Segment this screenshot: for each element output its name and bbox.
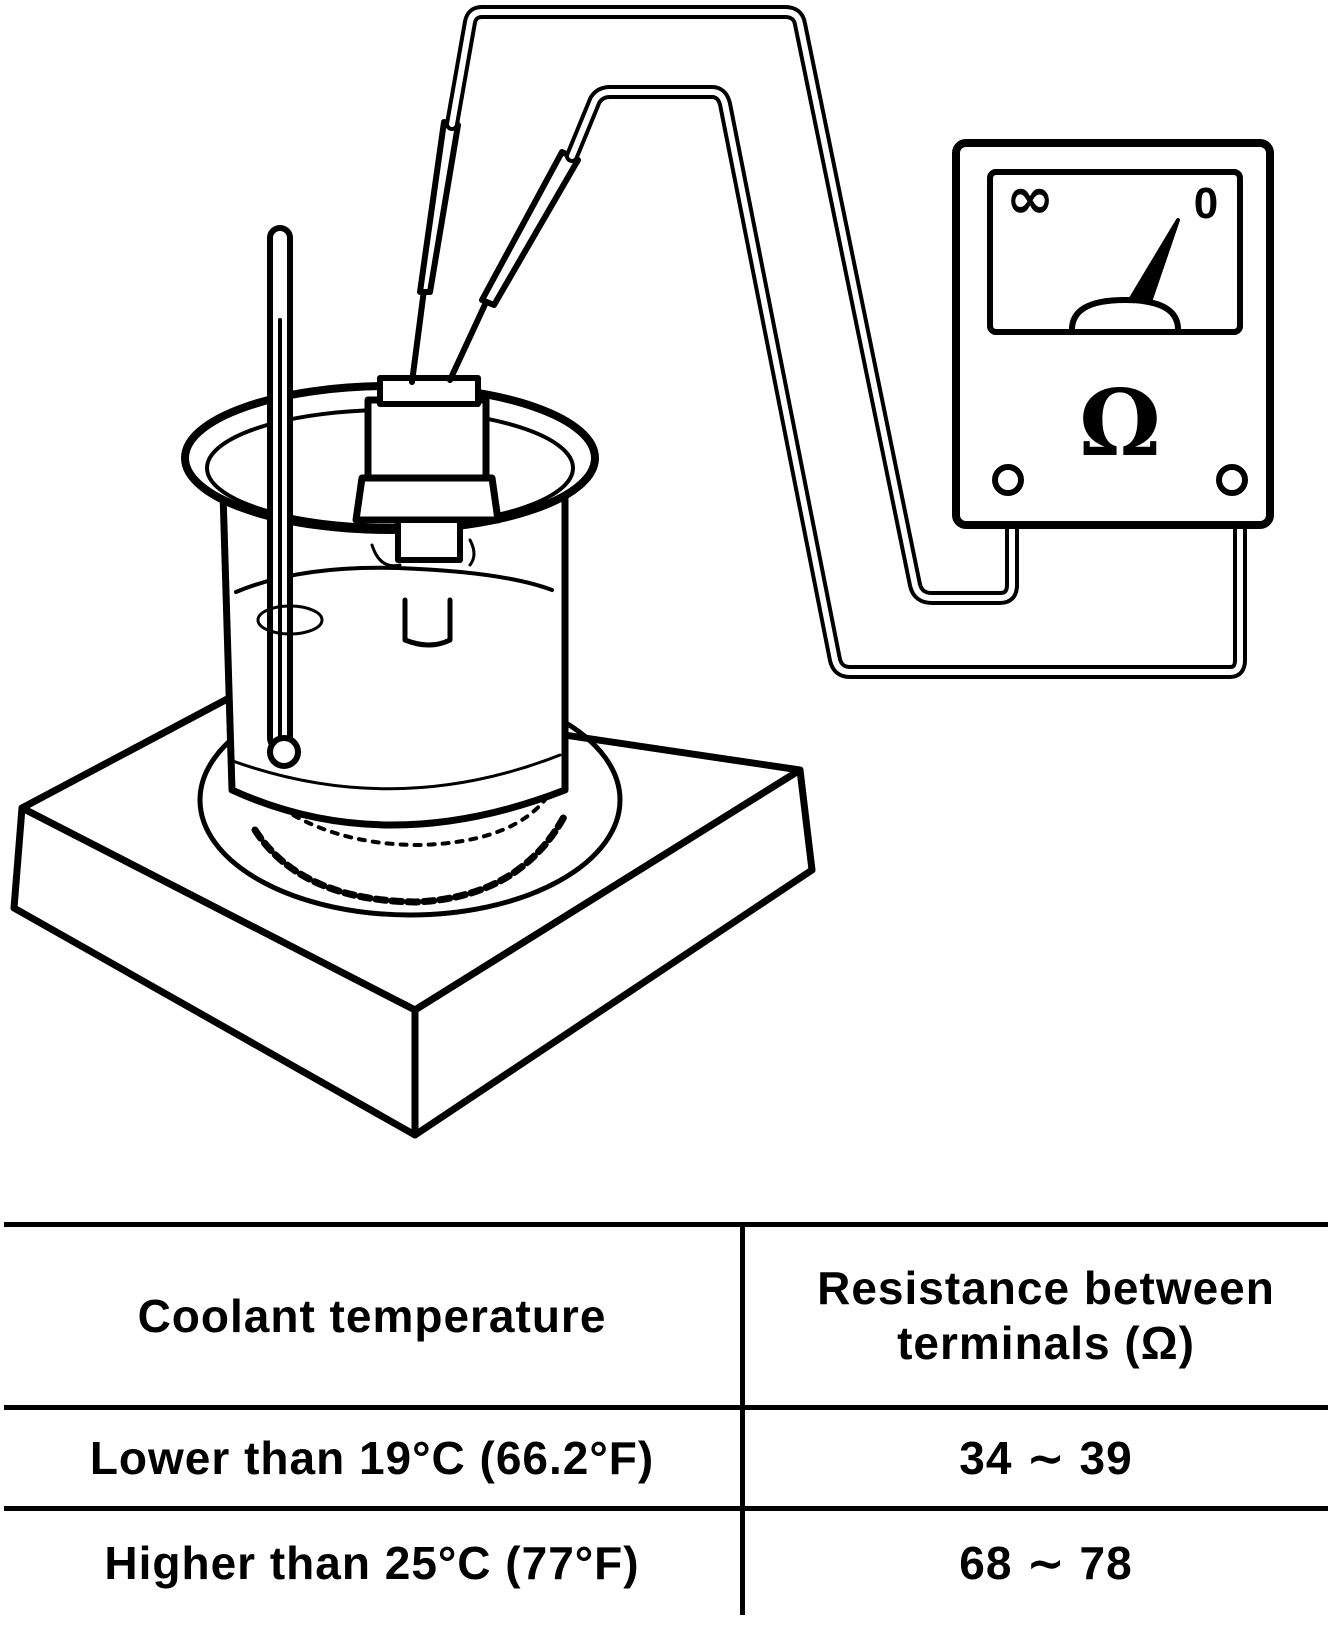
table-header-row: Coolant temperature Resistance between t… (4, 1222, 1328, 1410)
table-row: Higher than 25°C (77°F) 68 ∼ 78 (4, 1508, 1328, 1615)
header-resistance: Resistance between terminals (Ω) (742, 1222, 1328, 1410)
resistance-spec-table: Coolant temperature Resistance between t… (4, 1222, 1328, 1615)
cell-temperature: Higher than 25°C (77°F) (4, 1508, 745, 1615)
probe-left (409, 119, 461, 385)
meter-terminal-left (992, 464, 1024, 496)
thermometer (256, 225, 324, 769)
header-resistance-line1: Resistance between (817, 1261, 1275, 1314)
meter-infinity-label: ∞ (1006, 164, 1054, 232)
cell-resistance: 68 ∼ 78 (959, 1537, 1133, 1589)
table-row: Lower than 19°C (66.2°F) 34 ∼ 39 (4, 1407, 1328, 1511)
meter-terminal-right (1216, 464, 1248, 496)
test-setup-illustration: ∞ 0 Ω (10, 5, 1274, 1139)
lead-wire-left (445, 5, 1019, 605)
hot-plate (10, 682, 816, 1139)
header-coolant-temperature: Coolant temperature (4, 1222, 745, 1410)
meter-zero-label: 0 (1194, 179, 1218, 228)
cell-temperature: Lower than 19°C (66.2°F) (4, 1407, 745, 1511)
ohmmeter (952, 139, 1274, 529)
meter-ohm-symbol: Ω (1079, 369, 1161, 477)
cell-resistance: 34 ∼ 39 (742, 1407, 1328, 1511)
header-resistance-line2: terminals (Ω) (897, 1317, 1195, 1369)
lead-wire-right (565, 85, 1247, 679)
coolant-temperature-sensor (352, 375, 502, 648)
probe-right (447, 149, 581, 383)
